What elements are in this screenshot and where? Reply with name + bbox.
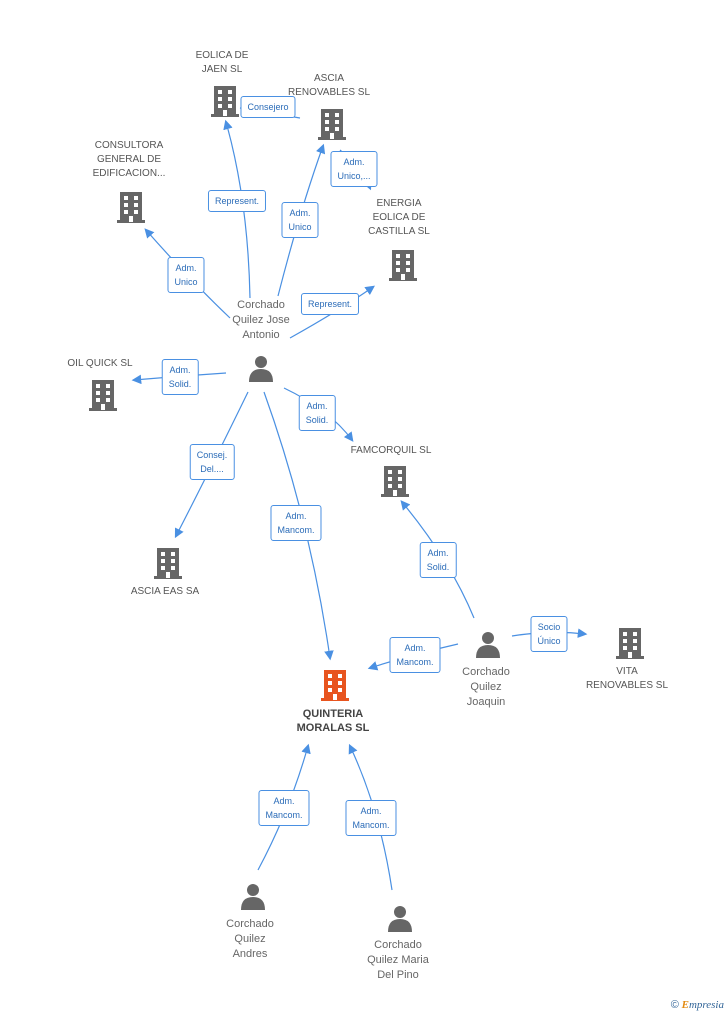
person-icon[interactable] bbox=[239, 882, 267, 910]
relation-label-socio-unico[interactable]: Socio Único bbox=[530, 616, 568, 652]
building-icon[interactable] bbox=[153, 546, 183, 580]
company-label-famcorquil[interactable]: FAMCORQUIL SL bbox=[350, 445, 432, 456]
building-icon[interactable] bbox=[317, 107, 347, 141]
company-label-ascia-renovables[interactable]: ASCIA RENOVABLES SL bbox=[287, 73, 371, 98]
person-label-andres[interactable]: Corchado Quilez Andres bbox=[226, 918, 274, 960]
person-label-maria[interactable]: Corchado Quilez Maria Del Pino bbox=[367, 939, 429, 981]
building-icon[interactable] bbox=[380, 464, 410, 498]
relation-label-adm-mancom-maria[interactable]: Adm. Mancom. bbox=[345, 800, 397, 836]
building-icon[interactable] bbox=[88, 378, 118, 412]
relation-label-adm-mancom-andres[interactable]: Adm. Mancom. bbox=[258, 790, 310, 826]
relation-label-adm-solid-joaquin[interactable]: Adm. Solid. bbox=[419, 542, 457, 578]
company-label-vita[interactable]: VITA RENOVABLES SL bbox=[585, 666, 669, 691]
relation-label-consej-del[interactable]: Consej. Del.... bbox=[189, 444, 235, 480]
relation-label-consejero[interactable]: Consejero bbox=[240, 96, 296, 118]
brand-logo-text: mpresia bbox=[688, 999, 724, 1011]
building-icon[interactable] bbox=[388, 248, 418, 282]
relation-label-adm-mancom-jose[interactable]: Adm. Mancom. bbox=[270, 505, 322, 541]
company-label-consultora[interactable]: CONSULTORA GENERAL DE EDIFICACION... bbox=[92, 140, 166, 179]
person-label-joaquin[interactable]: Corchado Quilez Joaquin bbox=[462, 666, 510, 708]
relation-label-adm-mancom-joaquin[interactable]: Adm. Mancom. bbox=[389, 637, 441, 673]
main-building-icon[interactable] bbox=[320, 668, 350, 702]
relation-label-adm-solid-oil[interactable]: Adm. Solid. bbox=[161, 359, 199, 395]
relation-label-adm-unico-consultora[interactable]: Adm. Unico bbox=[167, 257, 205, 293]
company-label-ascia-eas[interactable]: ASCIA EAS SA bbox=[130, 586, 200, 597]
company-label-oil-quick[interactable]: OIL QUICK SL bbox=[67, 358, 133, 369]
building-icon[interactable] bbox=[116, 190, 146, 224]
company-label-energia-eolica[interactable]: ENERGIA EOLICA DE CASTILLA SL bbox=[368, 198, 430, 237]
company-label-quinteria[interactable]: QUINTERIA MORALAS SL bbox=[296, 708, 370, 734]
relation-label-adm-unico-ascia2[interactable]: Adm. Unico,... bbox=[330, 151, 378, 187]
person-icon[interactable] bbox=[247, 354, 275, 382]
person-icon[interactable] bbox=[474, 630, 502, 658]
building-icon[interactable] bbox=[615, 626, 645, 660]
relation-label-represent-jaen[interactable]: Represent. bbox=[207, 190, 267, 212]
person-label-jose-antonio[interactable]: Corchado Quilez Jose Antonio bbox=[232, 299, 290, 341]
company-label-eolica-jaen[interactable]: EOLICA DE JAEN SL bbox=[195, 50, 249, 75]
copyright-icon: © bbox=[670, 999, 679, 1011]
relation-label-adm-solid-fam[interactable]: Adm. Solid. bbox=[298, 395, 336, 431]
relation-label-adm-unico-ascia[interactable]: Adm. Unico bbox=[281, 202, 319, 238]
copyright-footer: © Empresia bbox=[671, 999, 724, 1011]
building-icon[interactable] bbox=[210, 84, 240, 118]
brand-logo-e: E bbox=[681, 999, 689, 1011]
person-icon[interactable] bbox=[386, 904, 414, 932]
relation-label-represent-energia[interactable]: Represent. bbox=[300, 293, 360, 315]
